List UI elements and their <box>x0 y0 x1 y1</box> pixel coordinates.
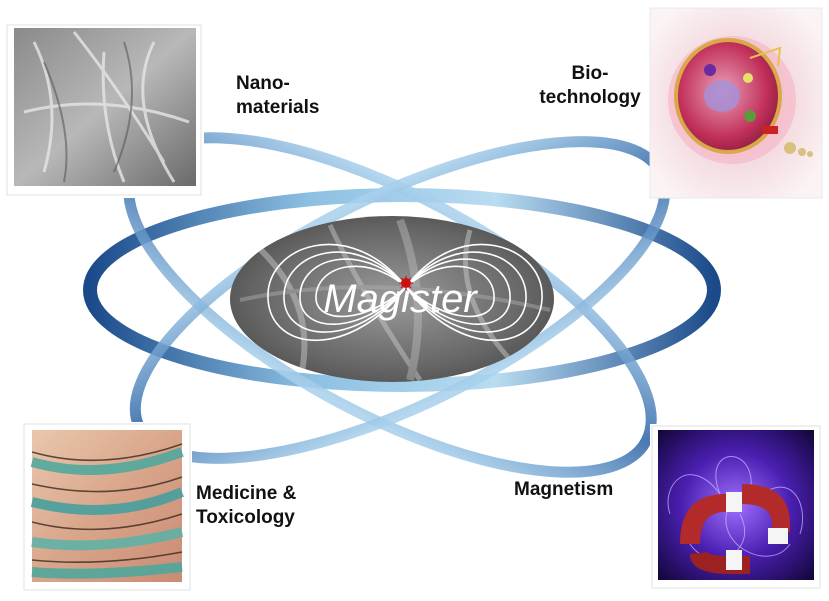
photo-magnetism <box>650 424 822 590</box>
spark-icon <box>399 276 413 290</box>
label-medicine-toxicology: Medicine & Toxicology <box>196 482 296 530</box>
magister-logo-text: Magister <box>323 277 478 321</box>
photo-nanomaterials <box>4 22 204 198</box>
label-nanomaterials: Nano- materials <box>236 72 319 120</box>
label-magnetism-line-1: Magnetism <box>514 479 614 500</box>
label-biotechnology-line-1: Bio- <box>571 63 609 84</box>
magister-center-logo: Magister <box>230 216 554 382</box>
label-medicine-line-1: Medicine & <box>196 483 297 504</box>
label-medicine-line-2: Toxicology <box>196 507 295 528</box>
label-magnetism: Magnetism <box>514 478 613 502</box>
orbit-horizontal <box>83 188 721 392</box>
label-biotechnology-line-2: technology <box>539 87 641 108</box>
photo-biotechnology <box>649 7 823 199</box>
label-nanomaterials-line-2: materials <box>236 97 320 118</box>
photo-medicine-toxicology <box>22 422 192 592</box>
label-nanomaterials-line-1: Nano- <box>236 73 290 94</box>
label-biotechnology: Bio- technology <box>520 62 660 110</box>
